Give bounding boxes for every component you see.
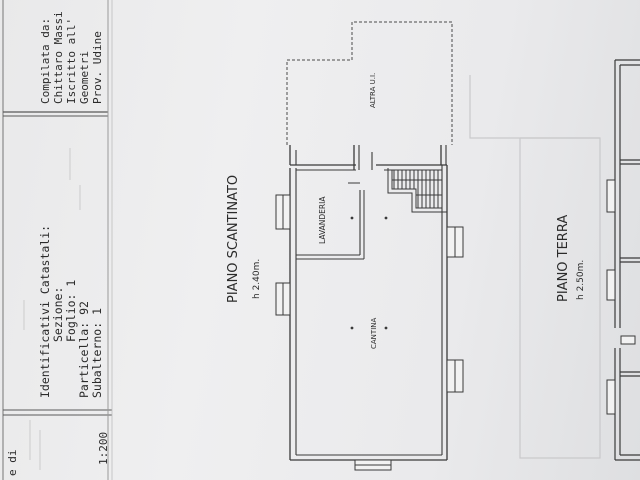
ground-floor-faint-outline xyxy=(469,75,601,459)
ground-floor-height: h 2.50m. xyxy=(576,260,586,300)
identifier-foglio: Foglio: 1 xyxy=(64,280,78,342)
ground-floor-title: PIANO TERRA xyxy=(556,215,571,302)
compiler-register: Iscritto all' xyxy=(65,18,78,104)
laundry-partition xyxy=(296,190,365,260)
staircase xyxy=(387,168,447,213)
ground-floor-walls xyxy=(614,59,640,461)
identifier-particella: Particella: 92 xyxy=(77,301,91,398)
other-unit-boundary xyxy=(286,21,453,145)
basement-title: PIANO SCANTINATO xyxy=(226,175,241,303)
compiler-name: Chittaro Massi xyxy=(52,11,65,104)
ground-floor-windows xyxy=(606,179,636,415)
basement-windows xyxy=(275,194,464,471)
compiler-label: Compilata da: xyxy=(39,18,52,104)
title-header-fragment: e di xyxy=(6,450,19,477)
identifier-subalterno: Subalterno: 1 xyxy=(90,308,104,398)
title-block: e di 1:200 Identificativi Catastali: Sez… xyxy=(2,0,113,480)
basement-walls xyxy=(289,145,448,461)
identifier-sezione: Sezione: xyxy=(51,287,65,342)
room-label-altra-ui: ALTRA U.I. xyxy=(369,73,377,108)
bleed-through-marks xyxy=(23,148,81,470)
scale-label: 1:200 xyxy=(97,432,110,465)
compiler-geometri: Geometri xyxy=(78,51,91,104)
compiler-province: Prov. Udine xyxy=(91,31,104,104)
room-markers xyxy=(350,216,388,330)
identifiers-heading: Identificativi Catastali: xyxy=(38,225,52,398)
room-label-lavanderia: LAVANDERIA xyxy=(318,196,327,244)
room-label-cantina: CANTINA xyxy=(370,318,378,349)
basement-height: h 2.40m. xyxy=(252,259,262,299)
